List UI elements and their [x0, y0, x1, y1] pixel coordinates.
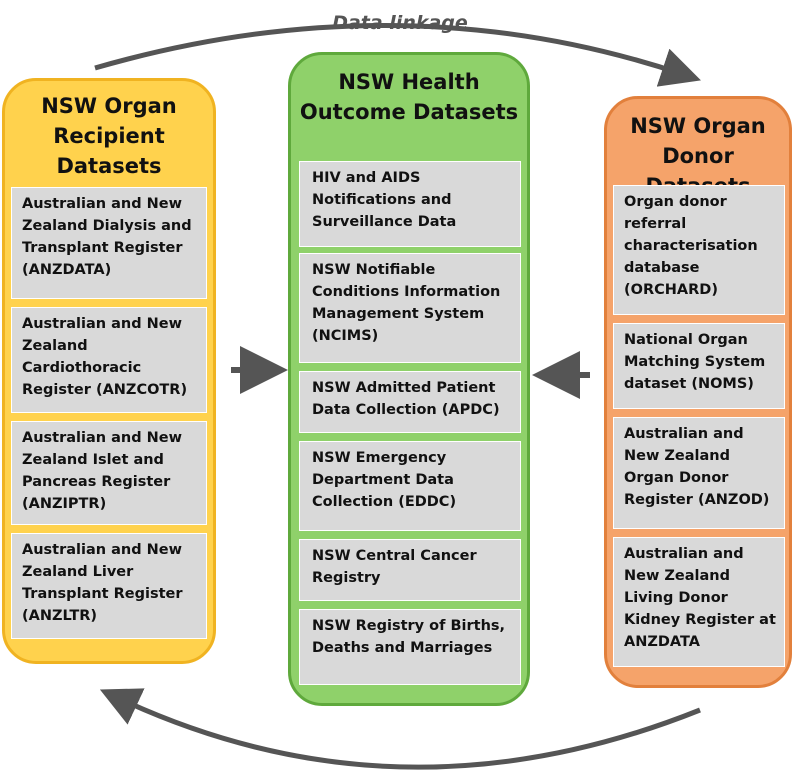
data-linkage-label: Data linkage: [332, 12, 468, 34]
outcome-dataset-box: NSW Registry of Births, Deaths and Marri…: [299, 609, 521, 685]
donor-dataset-box: Australian and New Zealand Living Donor …: [613, 537, 785, 667]
health-outcome-datasets-column: NSW Health Outcome Datasets HIV and AIDS…: [288, 52, 530, 706]
bottom-linkage-arrow: [99, 688, 701, 770]
recipient-dataset-box: Australian and New Zealand Cardiothoraci…: [11, 307, 207, 413]
donor-dataset-box: National Organ Matching System dataset (…: [613, 323, 785, 409]
donor-dataset-box: Organ donor referral characterisation da…: [613, 185, 785, 315]
outcome-dataset-box: HIV and AIDS Notifications and Surveilla…: [299, 161, 521, 247]
recipient-dataset-box: Australian and New Zealand Liver Transpl…: [11, 533, 207, 639]
organ-recipient-datasets-column: NSW Organ Recipient Datasets Australian …: [2, 78, 216, 664]
recipient-column-title: NSW Organ Recipient Datasets: [41, 94, 177, 178]
outcome-dataset-box: NSW Emergency Department Data Collection…: [299, 441, 521, 531]
outcome-dataset-box: NSW Notifiable Conditions Information Ma…: [299, 253, 521, 363]
outcome-column-title: NSW Health Outcome Datasets: [299, 70, 519, 124]
recipient-dataset-box: Australian and New Zealand Dialysis and …: [11, 187, 207, 299]
recipient-dataset-box: Australian and New Zealand Islet and Pan…: [11, 421, 207, 525]
donor-dataset-box: Australian and New Zealand Organ Donor R…: [613, 417, 785, 529]
organ-donor-datasets-column: NSW Organ Donor Datasets Organ donor ref…: [604, 96, 792, 688]
top-linkage-arrow: [94, 22, 701, 87]
outcome-dataset-box: NSW Admitted Patient Data Collection (AP…: [299, 371, 521, 433]
outcome-dataset-box: NSW Central Cancer Registry: [299, 539, 521, 601]
